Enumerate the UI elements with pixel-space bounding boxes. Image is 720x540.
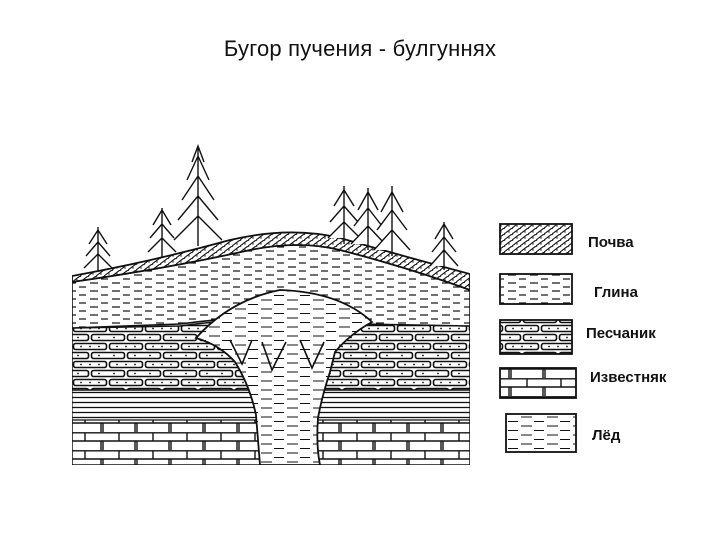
tree-7 — [429, 222, 459, 270]
legend-item-soil: Почва — [499, 223, 634, 255]
tree-6 — [373, 186, 411, 256]
tree-3 — [173, 144, 223, 246]
legend-item-sandstone: Песчаник — [499, 319, 656, 355]
soil-layer — [72, 231, 470, 291]
spruce-trees — [83, 144, 459, 272]
ice-wedge-mid — [261, 341, 287, 373]
legend-item-clay: Глина — [499, 273, 639, 305]
legend-label-limestone: Известняк — [590, 369, 667, 386]
legend-item-ice: Лёд — [505, 413, 621, 453]
tree-1 — [83, 227, 113, 272]
ice-wedge-right — [299, 339, 325, 370]
legend-label-soil: Почва — [588, 234, 634, 251]
legend: Почва Глина Песчаник Известняк Лёд — [499, 223, 667, 453]
diagram-title: Бугор пучения - булгуннях — [223, 36, 497, 61]
tree-5 — [350, 188, 386, 250]
legend-label-ice: Лёд — [592, 427, 621, 444]
tree-4 — [327, 186, 361, 244]
cross-section — [72, 231, 470, 465]
ice-core — [194, 289, 374, 465]
legend-label-sandstone: Песчаник — [586, 325, 656, 342]
legend-label-clay: Глина — [594, 284, 639, 301]
legend-item-limestone: Известняк — [499, 367, 667, 399]
tree-2 — [147, 208, 177, 258]
ice-wedge-left — [229, 339, 253, 366]
